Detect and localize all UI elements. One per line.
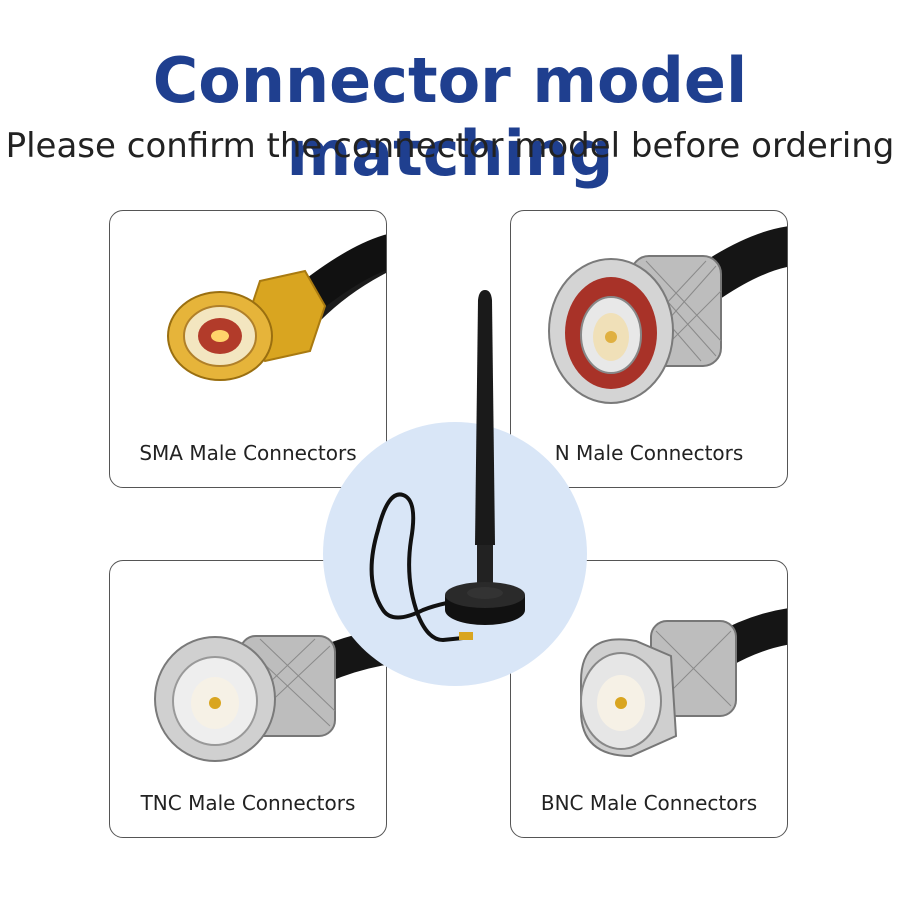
antenna-image [369,290,525,643]
sma-connector-image [167,234,386,381]
tnc-connector-image [154,628,386,762]
sma-connector-card: SMA Male Connectors [109,210,387,488]
n-connector-card: N Male Connectors [510,210,788,488]
n-connector-image [548,226,787,404]
antenna-backdrop [323,422,587,686]
tnc-connector-label: TNC Male Connectors [140,791,356,815]
bnc-connector-image [580,608,787,758]
bnc-connector-label: BNC Male Connectors [540,791,758,815]
page-title: Connector model matching [152,44,748,190]
sma-connector-label: SMA Male Connectors [139,441,357,465]
page-subtitle: Please confirm the connector model befor… [5,126,895,166]
n-connector-label: N Male Connectors [554,441,744,465]
